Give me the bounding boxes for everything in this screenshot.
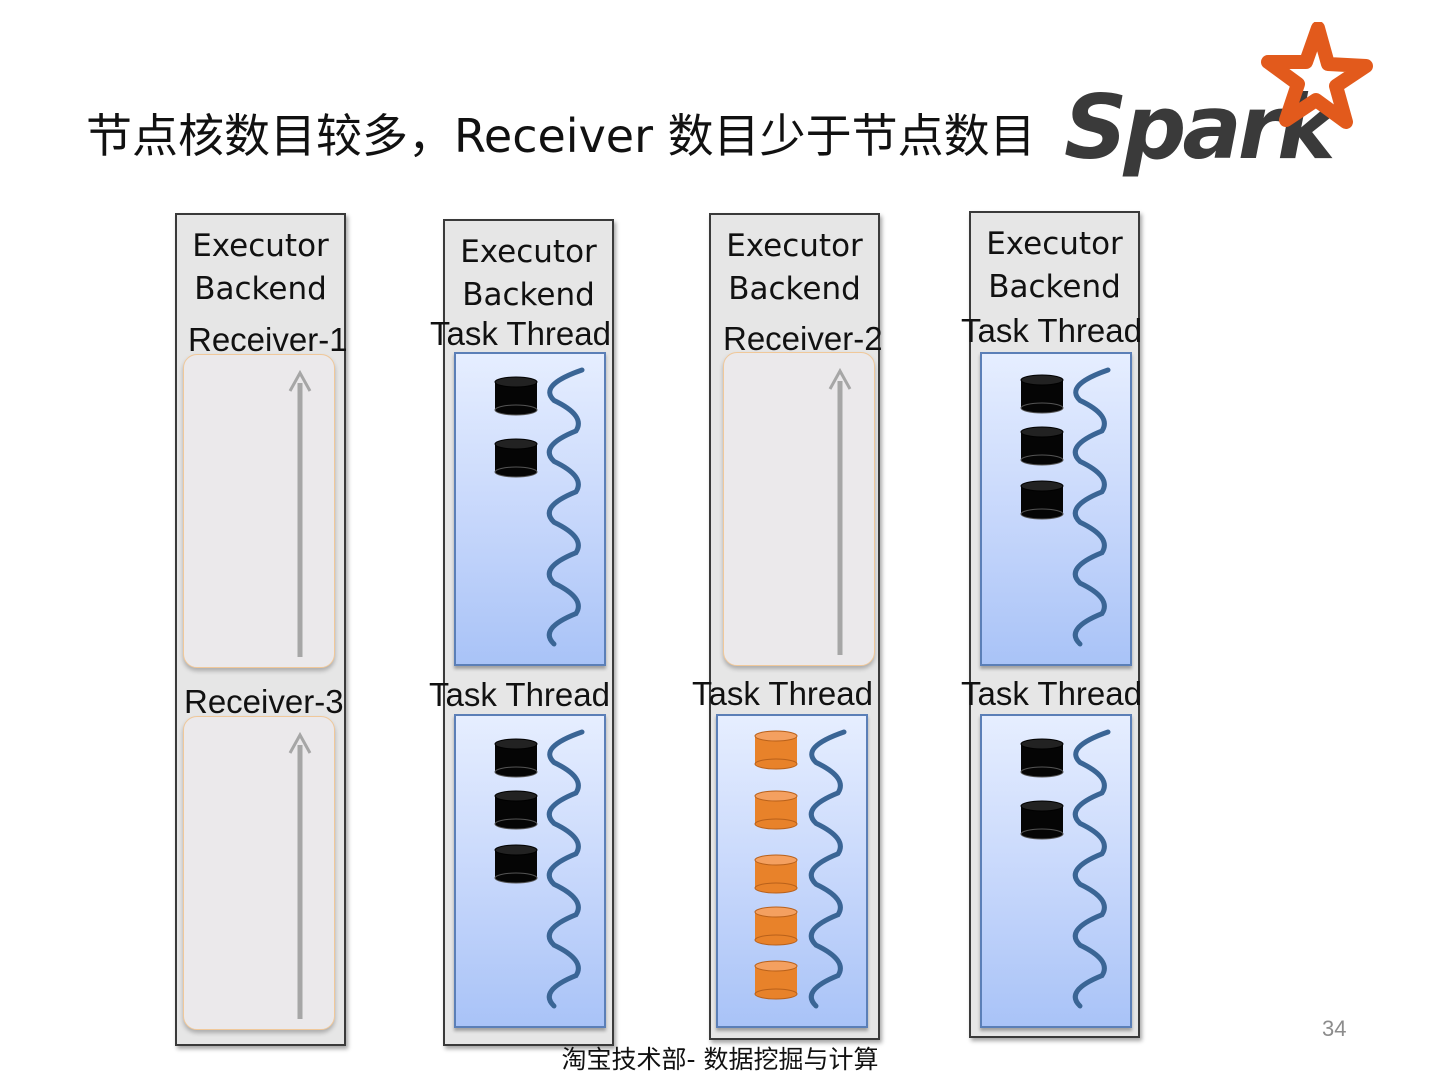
task-thread-box	[454, 352, 606, 666]
thread-wave-icon	[754, 729, 847, 1009]
receiver-box	[723, 352, 875, 666]
data-block-icon	[754, 960, 798, 1000]
task-thread-box	[454, 714, 606, 1028]
task-thread-box	[716, 714, 868, 1028]
data-block-icon	[754, 854, 798, 894]
receiver-box	[183, 716, 335, 1030]
data-block-icon	[754, 906, 798, 946]
receiver-label: Receiver-1	[188, 321, 348, 358]
data-block-icon	[1020, 480, 1064, 520]
data-block-icon	[494, 438, 538, 478]
receiver-box	[183, 354, 335, 668]
executor-backend-label: Executor Backend	[986, 226, 1123, 305]
task-thread-label: Task Thread	[961, 312, 1142, 349]
slide-title: 节点核数目较多，Receiver 数目少于节点数目	[86, 109, 1036, 163]
data-block-icon	[1020, 738, 1064, 778]
data-block-icon	[494, 376, 538, 416]
star-icon	[1261, 22, 1373, 129]
executor-backend-label: Executor Backend	[460, 234, 597, 313]
thread-wave-icon	[494, 729, 585, 1009]
page-number: 34	[1322, 1016, 1347, 1041]
data-block-icon	[754, 790, 798, 830]
thread-wave-icon	[1020, 367, 1111, 647]
data-block-icon	[494, 844, 538, 884]
data-block-icon	[1020, 800, 1064, 840]
task-thread-label: Task Thread	[692, 675, 873, 712]
data-block-icon	[494, 738, 538, 778]
data-block-icon	[494, 790, 538, 830]
data-block-icon	[1020, 374, 1064, 414]
task-thread-label: Task Thread	[430, 315, 611, 352]
up-arrow-icon	[828, 367, 852, 655]
executor-backend-label: Executor Backend	[192, 228, 329, 307]
task-thread-box	[980, 352, 1132, 666]
up-arrow-icon	[288, 369, 312, 657]
receiver-label: Receiver-3	[184, 683, 344, 720]
task-thread-label: Task Thread	[961, 675, 1142, 712]
spark-logo: Spark	[1058, 22, 1378, 192]
task-thread-label: Task Thread	[429, 676, 610, 713]
data-block-icon	[754, 730, 798, 770]
task-thread-box	[980, 714, 1132, 1028]
up-arrow-icon	[288, 731, 312, 1019]
thread-wave-icon	[1020, 729, 1111, 1009]
thread-wave-icon	[494, 367, 585, 647]
slide-footer: 淘宝技术部- 数据挖掘与计算	[561, 1045, 879, 1074]
executor-backend-label: Executor Backend	[726, 228, 863, 307]
data-block-icon	[1020, 426, 1064, 466]
receiver-label: Receiver-2	[723, 320, 883, 357]
